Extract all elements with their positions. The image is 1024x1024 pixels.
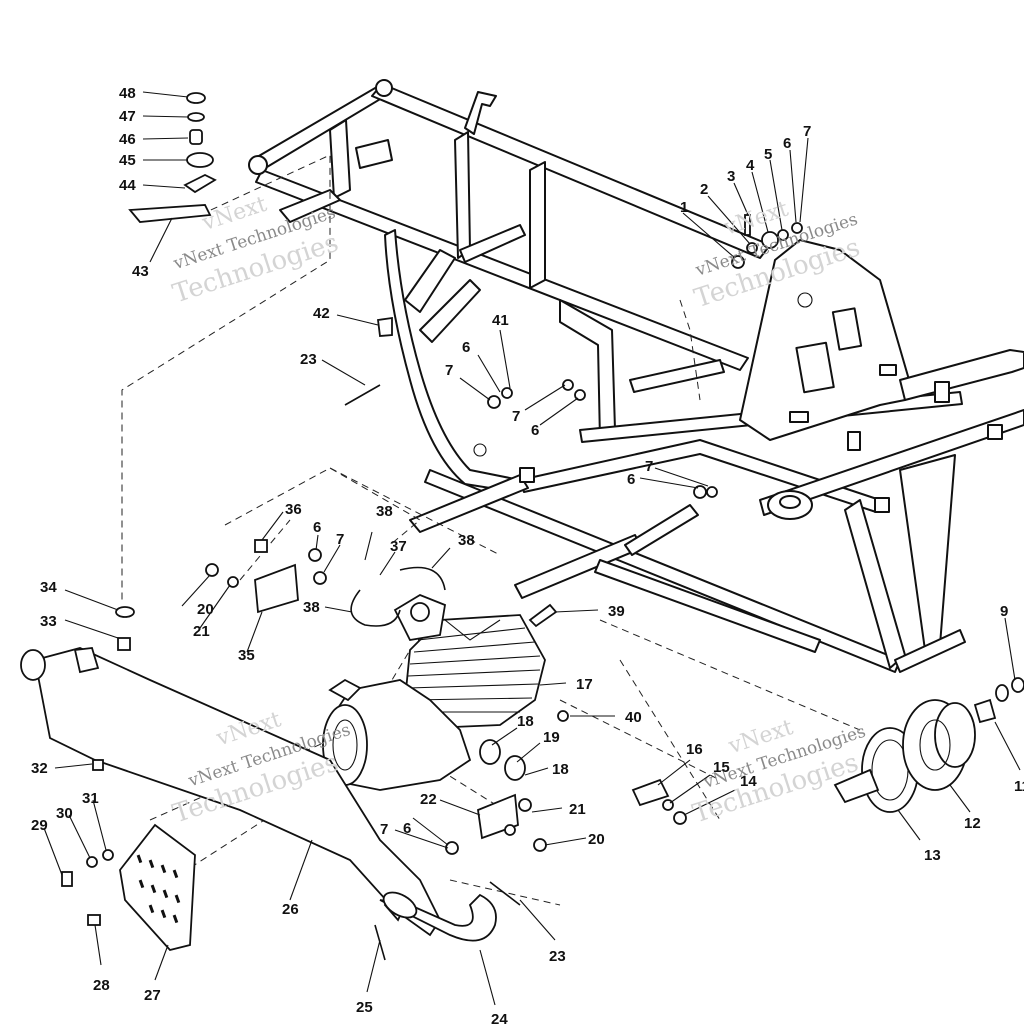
callout: 9 (1000, 603, 1008, 620)
callout: 35 (238, 647, 255, 664)
callout: 31 (82, 790, 99, 807)
callout: 7 (445, 362, 453, 379)
callout: 45 (119, 152, 136, 169)
callout: 23 (300, 351, 317, 368)
callout: 25 (356, 999, 373, 1016)
callout: 34 (40, 579, 57, 596)
callout: 7 (803, 123, 811, 140)
callout: 21 (569, 801, 586, 818)
callout: 30 (56, 805, 73, 822)
callout: 43 (132, 263, 149, 280)
callout: 2 (700, 181, 708, 198)
callout: 6 (313, 519, 321, 536)
callout: 6 (627, 471, 635, 488)
callout: 40 (625, 709, 642, 726)
callout: 36 (285, 501, 302, 518)
callout: 6 (783, 135, 791, 152)
callout: 7 (336, 531, 344, 548)
callout: 44 (119, 177, 136, 194)
callout: 18 (552, 761, 569, 778)
callout: 37 (390, 538, 407, 555)
callout: 4 (746, 157, 755, 174)
callout: 5 (764, 146, 772, 163)
callout: 1 (680, 199, 688, 216)
callout: 7 (512, 408, 520, 425)
callout: 48 (119, 85, 136, 102)
callout: 24 (491, 1011, 508, 1024)
callout: 11 (1014, 778, 1024, 795)
callout: 26 (282, 901, 299, 918)
callout: 27 (144, 987, 161, 1004)
callout: 21 (193, 623, 210, 640)
engine (322, 566, 546, 791)
callout: 7 (645, 458, 653, 475)
callout: 6 (531, 422, 539, 439)
callout: 6 (403, 820, 411, 837)
callout: 14 (740, 773, 757, 790)
callout: 33 (40, 613, 57, 630)
callout-labels: 1 2 3 4 5 6 7 9 11 12 13 14 15 16 17 18 … (31, 85, 1024, 1024)
exhaust (20, 647, 497, 952)
callout: 23 (549, 948, 566, 965)
callout: 7 (380, 821, 388, 838)
chassis-frame (248, 79, 1024, 673)
callout: 3 (727, 168, 735, 185)
callout: 15 (713, 759, 730, 776)
callout: 19 (543, 729, 560, 746)
callout: 12 (964, 815, 981, 832)
drive-parts (833, 677, 1024, 813)
leader-lines (43, 91, 1021, 1006)
callout: 42 (313, 305, 330, 322)
callout: 38 (458, 532, 475, 549)
callout: 47 (119, 108, 136, 125)
callout: 38 (376, 503, 393, 520)
callout: 28 (93, 977, 110, 994)
callout: 17 (576, 676, 593, 693)
fasteners (61, 92, 803, 961)
callout: 16 (686, 741, 703, 758)
callout: 39 (608, 603, 625, 620)
callout: 6 (462, 339, 470, 356)
callout: 22 (420, 791, 437, 808)
callout: 38 (303, 599, 320, 616)
callout: 13 (924, 847, 941, 864)
callout: 29 (31, 817, 48, 834)
callout: 46 (119, 131, 136, 148)
callout: 20 (197, 601, 214, 618)
callout: 18 (517, 713, 534, 730)
callout: 32 (31, 760, 48, 777)
callout: 20 (588, 831, 605, 848)
callout: 41 (492, 312, 509, 329)
